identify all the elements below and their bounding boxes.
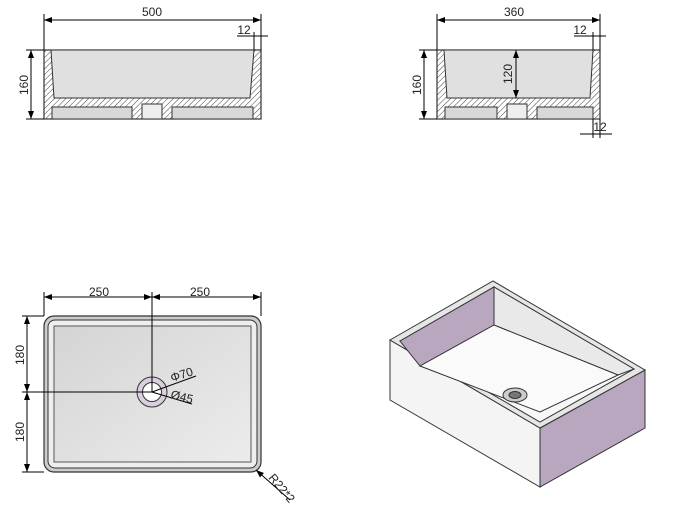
side-width-dimension: 360 bbox=[504, 5, 524, 19]
top-half-depth-bottom: 180 bbox=[13, 422, 27, 442]
side-depth-dimension: 120 bbox=[501, 64, 515, 84]
side-wall-bottom-dimension: 12 bbox=[593, 120, 607, 134]
side-wall-top-dimension: 12 bbox=[573, 23, 587, 37]
front-wall-dimension: 12 bbox=[237, 23, 251, 37]
front-section-view: 500 12 160 bbox=[17, 5, 268, 120]
corner-radius-dimension: R22*2 bbox=[266, 471, 298, 506]
drain-outer-diameter: Φ70 bbox=[169, 364, 195, 384]
drain-inner-diameter: Ø45 bbox=[169, 387, 195, 406]
top-half-width-left: 250 bbox=[89, 285, 109, 299]
side-section-view: 360 12 120 160 12 bbox=[410, 5, 612, 138]
side-height-dimension: 160 bbox=[410, 75, 424, 95]
front-width-dimension: 500 bbox=[142, 5, 162, 19]
front-height-dimension: 160 bbox=[17, 75, 31, 95]
top-plan-view: 250 250 180 180 Φ70 Ø45 R22*2 bbox=[13, 285, 298, 506]
top-half-width-right: 250 bbox=[190, 285, 210, 299]
top-half-depth-top: 180 bbox=[13, 345, 27, 365]
isometric-view bbox=[389, 280, 647, 488]
